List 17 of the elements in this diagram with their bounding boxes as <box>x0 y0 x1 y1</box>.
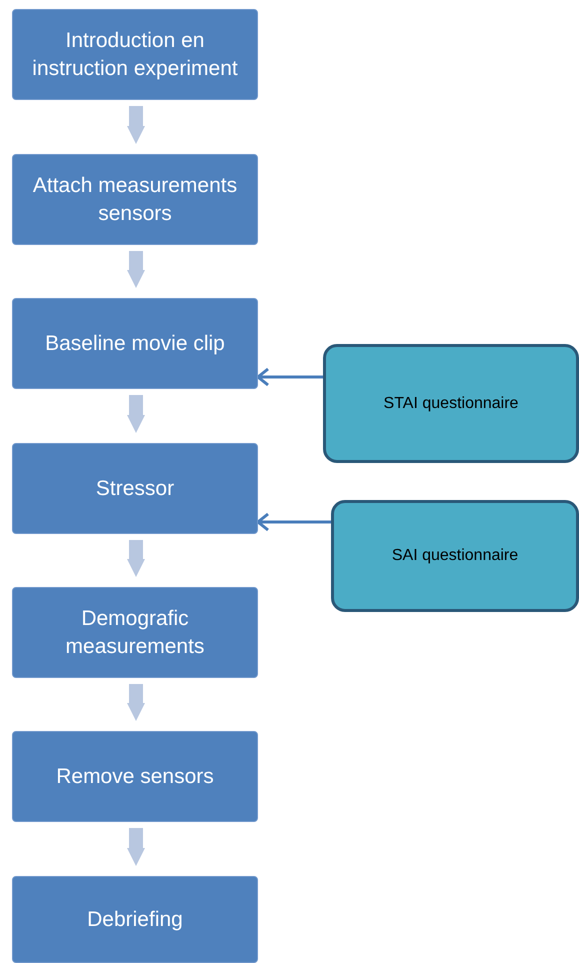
process-box: Demografic measurements <box>12 587 258 678</box>
process-box: Introduction en instruction experiment <box>12 9 258 100</box>
arrow <box>127 106 145 144</box>
process-box: Baseline movie clip <box>12 298 258 389</box>
process-box: Remove sensors <box>12 731 258 822</box>
process-box: Stressor <box>12 443 258 534</box>
process-box: Debriefing <box>12 876 258 963</box>
arrow <box>127 395 145 433</box>
arrow <box>127 251 145 288</box>
input-box: STAI questionnaire <box>323 344 579 463</box>
arrow <box>127 828 145 866</box>
arrow <box>256 368 323 386</box>
arrow <box>127 684 145 721</box>
input-box: SAI questionnaire <box>331 500 579 612</box>
arrow <box>127 540 145 577</box>
arrow <box>256 512 331 532</box>
process-box: Attach measurements sensors <box>12 154 258 245</box>
